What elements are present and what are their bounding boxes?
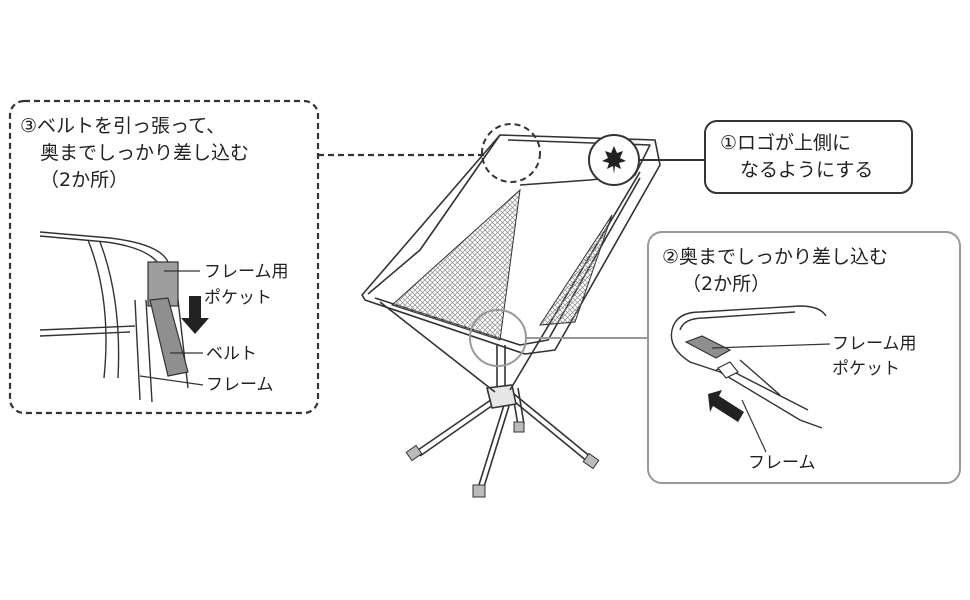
step2-insert-arrow xyxy=(708,390,744,422)
step2-detail-illustration xyxy=(670,305,827,429)
step2-title-line2: （2か所） xyxy=(682,273,771,295)
step2-label-pocket-line2: ポケット xyxy=(832,359,900,379)
step2-label-pocket-line1: フレーム用 xyxy=(832,334,917,354)
step3-down-arrow xyxy=(181,296,209,334)
step1-callout-box xyxy=(704,120,913,194)
step3-title-line2: 奥までしっかり差し込む xyxy=(40,142,250,164)
chair-mesh-left xyxy=(391,188,521,341)
step3-zoom-circle xyxy=(481,123,541,183)
step2-label-frame: フレーム xyxy=(748,453,816,473)
step2-callout-box xyxy=(647,231,961,484)
step2-label-leaders xyxy=(711,343,831,453)
step3-belt-shape xyxy=(149,297,189,377)
step3-label-pocket-line1: フレーム用 xyxy=(204,262,289,282)
step2-frame-tip xyxy=(717,361,739,379)
step2-title-line1: ②奥までしっかり差し込む xyxy=(662,246,889,268)
step3-label-frame: フレーム xyxy=(206,375,274,395)
chair-mesh-right xyxy=(539,214,613,326)
step3-title-line1: ③ベルトを引っ張って、 xyxy=(20,115,226,137)
step3-title-line3: （2か所） xyxy=(40,169,129,191)
chair-feet xyxy=(405,421,600,498)
step1-title-line1: ①ロゴが上側に xyxy=(720,132,852,154)
step3-label-leaders xyxy=(139,270,204,386)
step1-title-line2: なるようにする xyxy=(740,159,874,181)
step2-pocket-shape xyxy=(684,335,732,359)
step3-callout-box xyxy=(8,99,320,415)
step3-label-pocket-line2: ポケット xyxy=(204,288,272,308)
step3-label-belt: ベルト xyxy=(206,344,257,364)
maple-leaf-logo-icon xyxy=(602,146,626,174)
